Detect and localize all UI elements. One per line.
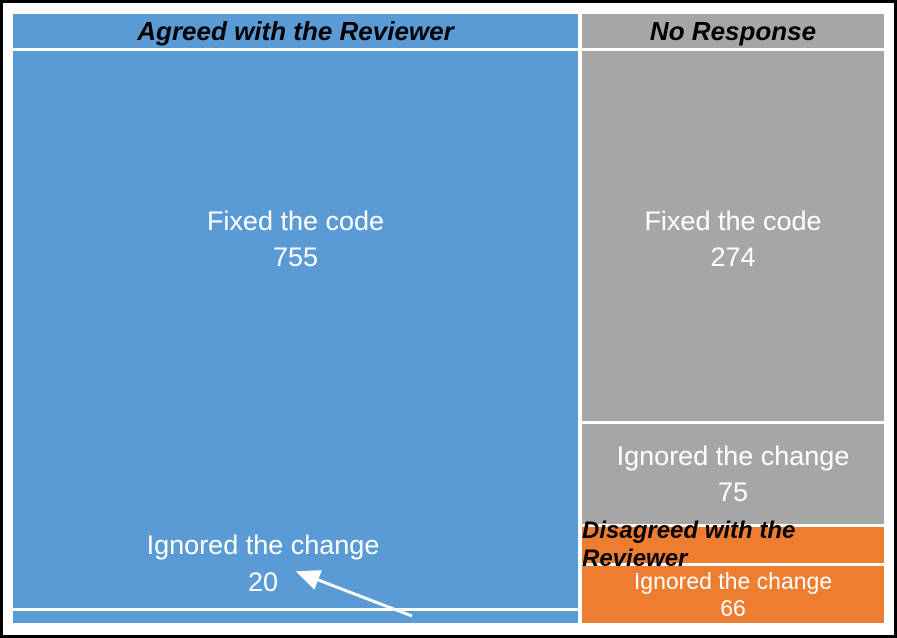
tile-agreed-fixed-name: Fixed the code xyxy=(206,206,385,236)
tile-agreed-fixed-value: 755 xyxy=(272,242,319,272)
label-agreed-ignored: Ignored the change 20 xyxy=(38,527,488,601)
tile-disagreed-ignored-value: 66 xyxy=(720,594,746,621)
tile-agreed-fixed: Fixed the code 755 Ignored the change 20 xyxy=(13,51,578,608)
tile-agreed-ignored xyxy=(13,611,578,623)
agreed-header-label: Agreed with the Reviewer xyxy=(137,15,454,46)
disagreed-header-label: Disagreed with the Reviewer xyxy=(582,517,796,572)
tile-no-response-ignored-value: 75 xyxy=(717,477,749,507)
tile-no-response-fixed-label: Fixed the code 274 xyxy=(582,203,884,275)
disagreed-header: Disagreed with the Reviewer xyxy=(582,517,884,572)
tile-disagreed-ignored-name: Ignored the change xyxy=(633,567,833,594)
no-response-header-label: No Response xyxy=(649,15,817,46)
tile-no-response-ignored: Ignored the change 75 xyxy=(582,424,884,524)
label-agreed-ignored-value: 20 xyxy=(247,567,279,597)
label-agreed-ignored-name: Ignored the change xyxy=(146,530,380,560)
agreed-header: Agreed with the Reviewer xyxy=(13,14,578,48)
tile-agreed-fixed-label: Fixed the code 755 xyxy=(13,203,578,275)
tile-no-response-fixed-value: 274 xyxy=(710,242,756,272)
tile-disagreed-ignored: Ignored the change 66 xyxy=(582,566,884,623)
tile-no-response-fixed: Fixed the code 274 xyxy=(582,51,884,421)
tile-no-response-ignored-name: Ignored the change xyxy=(616,441,850,471)
tile-no-response-fixed-name: Fixed the code xyxy=(644,206,822,236)
no-response-header: No Response xyxy=(582,14,884,48)
